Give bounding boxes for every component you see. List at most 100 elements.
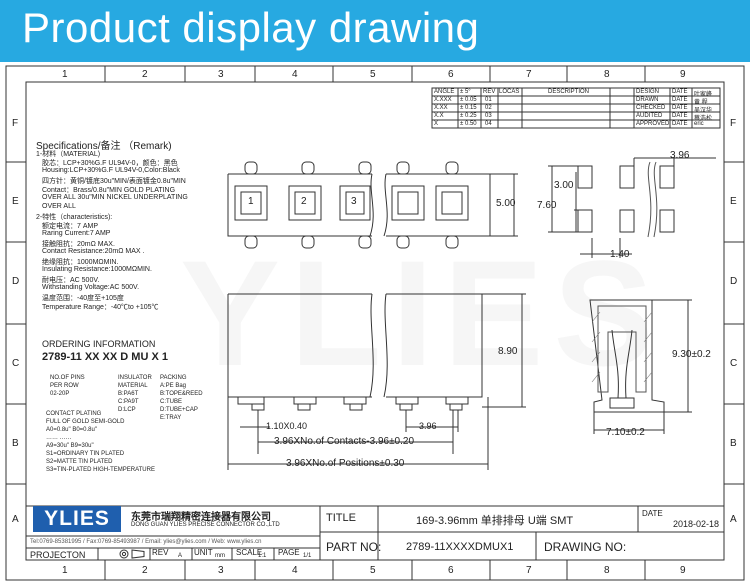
dim-pad-span: 7.60 [537,200,557,211]
company-logo: YLIES [33,506,121,532]
spec-line: Withstanding Voltage:AC 500V. [42,284,140,291]
order-packing-line: E:TRAY [160,415,182,421]
banner-title: Product display drawing [22,4,480,51]
grid-col-9-bottom: 9 [680,565,686,576]
tol-row-rev: 01 [485,97,492,103]
tol-row-value: ± 0.50 [460,121,477,127]
approval-role: AUDITED [636,113,663,119]
spec-line: 2-特性（characteristics): [36,214,113,221]
spec-line: 四方针：黄铜/镀底30u"MIN/表面镀金0.8u"MIN [42,178,186,185]
spec-line: Insulating Resistance:1000MΩMIN. [42,266,152,273]
grid-row-d-right: D [730,276,738,287]
grid-row-b: B [12,438,19,449]
pin-number: 2 [301,196,307,207]
spec-line: 1-材料（MATERIAL) [36,151,101,158]
date-label: DATE [642,509,663,518]
dim-side-height: 8.90 [498,346,518,357]
grid-row-e: E [12,196,19,207]
spec-line: 绝缘阻抗：1000MΩMIN. [42,259,119,266]
page-value: 1/1 [303,553,312,559]
part-no-value: 2789-11XXXXDMUX1 [406,541,514,553]
order-plating-line: …… …… [46,435,72,441]
approval-date: DATE [672,121,688,127]
unit-label: UNIT [194,548,213,557]
dim-pad-height: 3.00 [554,180,574,191]
drawing-no-label: DRAWING NO: [544,540,627,554]
tol-row-rev: 04 [485,121,492,127]
banner: Product display drawing [0,0,750,62]
unit-value: mm [215,553,225,559]
order-insulator-line: C:PA9T [118,399,139,405]
specs-heading: Specifications/备注 （Remark) [36,141,172,152]
order-insulator-line: MATERIAL [118,383,148,389]
grid-row-f: F [12,118,19,129]
projection-label: PROJECTON [30,550,86,560]
dim-section-height: 9.30±0.2 [672,349,711,360]
grid-col-5-bottom: 5 [370,565,376,576]
grid-col-3: 3 [218,69,224,80]
title-value: 169-3.96mm 单排排母 U端 SMT [416,515,574,527]
tol-row-rev: 02 [485,105,492,111]
dim-pitch-small: 1.10X0.40 [266,421,308,431]
order-plating-line: CONTACT PLATING [46,411,102,417]
spec-line: Temperature Range：-40℃to +105℃ [42,304,159,311]
approval-date: DATE [672,113,688,119]
approval-sign: 蔡浩松 [694,116,713,122]
order-plating-line: S3=TIN-PLATED HIGH-TEMPERATURE [46,467,155,473]
ordering-heading: ORDERING INFORMATION [42,339,156,349]
grid-col-5: 5 [370,69,376,80]
grid-col-1-bottom: 1 [62,565,68,576]
tol-row-label: X [434,121,439,127]
approval-date: DATE [672,97,688,103]
grid-col-7-bottom: 7 [526,565,532,576]
drawing-sheet: YLIES [0,62,750,586]
dim-positions: 3.96XNo.of Positions±0.30 [286,458,405,469]
order-plating-line: A0=0.8u" B0=0.8u" [46,427,97,433]
order-pins-line: NO.OF PINS [50,375,85,381]
approval-sign: 吴汉华 [694,108,713,114]
tol-row-label: X.XXX [434,97,452,103]
tol-row-label: X.XX [434,105,448,111]
spec-line: 耐电压：AC 500V. [42,277,100,284]
grid-col-6-bottom: 6 [448,565,454,576]
order-packing-line: A:PE Bag [160,383,187,389]
grid-col-7: 7 [526,69,532,80]
tol-header-angle-tol: ± 5° [460,89,471,95]
tol-row-label: X.X [434,113,444,119]
approval-sign: eric [694,121,704,127]
order-packing-line: PACKING [160,375,187,381]
pin-number: 3 [351,196,357,207]
order-packing-line: B:TOPE&REED [160,391,203,397]
approval-role: APPROVED [636,121,670,127]
order-plating-line: A9=30u" B9=30u" [46,443,94,449]
grid-row-e-right: E [730,196,737,207]
approval-role: DESIGN [636,89,660,95]
grid-row-a: A [12,514,19,525]
spec-line: 胶芯：LCP+30%G.F UL94V-0，颜色：黑色 [42,160,178,167]
dim-pitch: 3.96 [419,421,437,431]
pin-number: 1 [248,196,254,207]
rev-label: REV [152,548,169,557]
spec-line: Contact Resistance:20mΩ MAX . [42,248,145,255]
dim-contacts: 3.96XNo.of Contacts-3.96±0.20 [274,436,415,447]
grid-col-4: 4 [292,69,298,80]
grid-row-b-right: B [730,438,737,449]
tol-header-description: DESCRIPTION [548,89,590,95]
dim-pad-pitch: 3.96 [670,150,690,161]
order-pins-line: PER ROW [50,383,79,389]
spec-line: OVER ALL [42,203,76,210]
spec-line: 温度范围：-40度至+105度 [42,295,124,302]
order-packing-line: D:TUBE+CAP [160,407,198,413]
spec-line: 接触阻抗：20mΩ MAX. [42,241,115,248]
grid-col-2: 2 [142,69,148,80]
date-value: 2018-02-18 [673,519,720,529]
dim-pad-width: 1.40 [610,249,630,260]
rev-value: A [178,553,183,559]
order-plating-line: S2=MATTE TIN PLATED [46,459,113,465]
scale-value: 1:1 [258,553,267,559]
grid-col-8-bottom: 8 [604,565,610,576]
spec-line: Contact：Brass/0.8u"MIN GOLD PLATING [42,187,176,194]
tol-row-rev: 03 [485,113,492,119]
company-name-cn: 东莞市瑞翔精密连接器有限公司 [131,512,271,523]
spec-line: Raring Current:7 AMP [42,230,111,237]
